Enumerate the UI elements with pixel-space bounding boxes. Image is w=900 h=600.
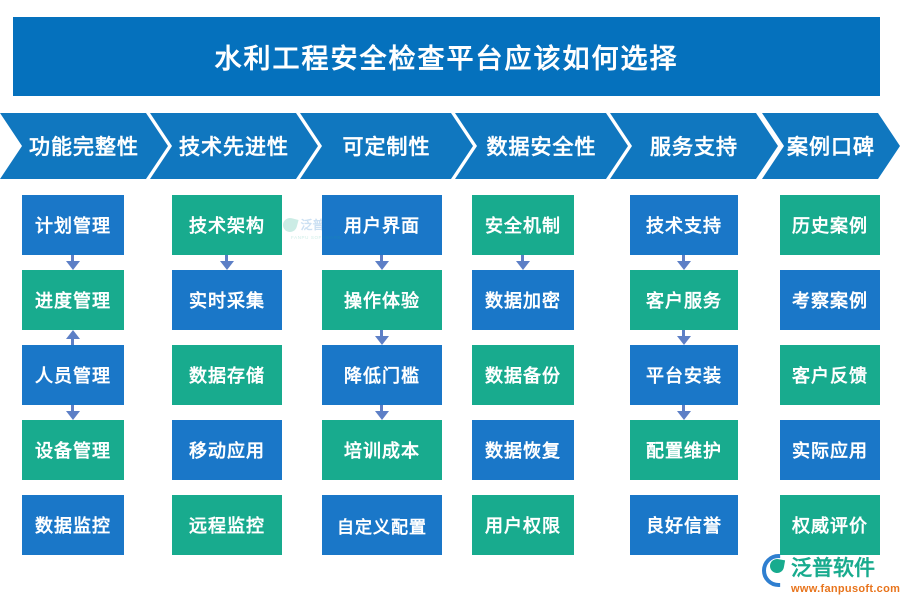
flow-box[interactable]: 人员管理 [22,345,124,405]
flow-box[interactable]: 配置维护 [630,420,738,480]
flow-box-label: 人员管理 [35,366,111,386]
flow-box-label: 数据监控 [35,516,111,536]
flow-box[interactable]: 数据监控 [22,495,124,555]
flow-box[interactable]: 安全机制 [472,195,574,255]
flow-box[interactable]: 用户权限 [472,495,574,555]
flow-box[interactable]: 降低门槛 [322,345,442,405]
flow-box[interactable]: 实时采集 [172,270,282,330]
flow-box[interactable]: 操作体验 [322,270,442,330]
flow-box-label: 客户反馈 [792,366,868,386]
flow-box[interactable]: 客户服务 [630,270,738,330]
category-chevron-2[interactable]: 技术先进性 [150,113,318,179]
flow-box-label: 技术架构 [189,216,265,236]
flow-box[interactable]: 进度管理 [22,270,124,330]
category-chevron-1[interactable]: 功能完整性 [0,113,168,179]
flow-box[interactable]: 移动应用 [172,420,282,480]
page-title: 水利工程安全检查平台应该如何选择 [214,44,679,74]
flow-box-label: 平台安装 [646,366,722,386]
flow-box-label: 数据存储 [189,366,265,386]
flow-arrow-down [677,255,691,270]
flow-arrow-down [375,330,389,345]
logo-url: www.fanpusoft.com [791,582,900,595]
flow-box-label: 良好信誉 [646,516,722,536]
flow-box-label: 操作体验 [344,291,420,311]
flow-box-label: 进度管理 [35,291,111,311]
category-chevron-6[interactable]: 案例口碑 [762,113,900,179]
diagram-title-bar: 水利工程安全检查平台应该如何选择 [13,17,880,96]
flow-box-label: 培训成本 [344,441,420,461]
flow-box-label: 远程监控 [189,516,265,536]
flow-box-label: 计划管理 [35,216,111,236]
flow-box-label: 权威评价 [792,516,868,536]
flow-box[interactable]: 良好信誉 [630,495,738,555]
flow-arrow-down [516,255,530,270]
flow-box[interactable]: 数据备份 [472,345,574,405]
flow-box[interactable]: 数据存储 [172,345,282,405]
flow-box[interactable]: 数据恢复 [472,420,574,480]
category-chevron-3[interactable]: 可定制性 [300,113,473,179]
flow-arrow-down [375,405,389,420]
brand-logo: 泛普软件 www.fanpusoft.com [762,551,900,595]
flow-arrow-down [66,405,80,420]
flow-arrow-down [220,255,234,270]
flow-box-label: 设备管理 [35,441,111,461]
flow-box[interactable]: 考察案例 [780,270,880,330]
flow-box[interactable]: 权威评价 [780,495,880,555]
flow-box-label: 数据恢复 [485,441,561,461]
flow-box[interactable]: 数据加密 [472,270,574,330]
watermark-leaf-icon [281,215,300,234]
flow-box[interactable]: 平台安装 [630,345,738,405]
flow-box-label: 用户界面 [344,216,420,236]
flow-box-label: 技术支持 [646,216,722,236]
flow-box-label: 配置维护 [646,441,722,461]
category-chevron-4[interactable]: 数据安全性 [455,113,628,179]
category-chevron-label: 数据安全性 [486,135,597,159]
flow-box-label: 历史案例 [792,216,868,236]
category-chevron-5[interactable]: 服务支持 [610,113,778,179]
flow-box[interactable]: 技术支持 [630,195,738,255]
flow-arrow-down [375,255,389,270]
flow-box[interactable]: 远程监控 [172,495,282,555]
category-chevron-label: 服务支持 [650,135,738,159]
flow-box-label: 用户权限 [485,516,561,536]
flow-box-label: 考察案例 [792,291,868,311]
flow-arrow-down [677,330,691,345]
flow-box-label: 数据备份 [485,366,561,386]
flow-box-label: 实时采集 [189,291,265,311]
flow-box-label: 客户服务 [646,291,722,311]
flow-box[interactable]: 自定义配置 [322,495,442,555]
flow-arrow-down [677,405,691,420]
category-chevron-label: 技术先进性 [179,135,289,159]
flow-box-label: 数据加密 [485,291,561,311]
category-chevron-label: 功能完整性 [29,135,139,159]
flow-box[interactable]: 计划管理 [22,195,124,255]
flow-arrow-down [66,255,80,270]
flow-box[interactable]: 设备管理 [22,420,124,480]
flow-box-label: 安全机制 [485,216,561,236]
flow-box[interactable]: 培训成本 [322,420,442,480]
flow-box[interactable]: 用户界面 [322,195,442,255]
flow-box[interactable]: 实际应用 [780,420,880,480]
flow-box[interactable]: 技术架构 [172,195,282,255]
flow-box-label: 实际应用 [792,441,868,461]
logo-leaf-icon [762,554,787,587]
logo-name: 泛普软件 [791,555,875,580]
flow-box[interactable]: 历史案例 [780,195,880,255]
flow-box-label: 移动应用 [189,441,265,461]
category-chevron-label: 可定制性 [342,135,431,159]
flow-box-label: 自定义配置 [337,517,427,537]
flow-arrow-up [66,330,80,345]
flow-box[interactable]: 客户反馈 [780,345,880,405]
category-chevron-label: 案例口碑 [787,135,875,159]
flow-box-label: 降低门槛 [344,366,420,386]
category-chevron-row: 功能完整性 技术先进性 可定制性 数据安全性 服务支持 案例口碑 [0,113,900,179]
